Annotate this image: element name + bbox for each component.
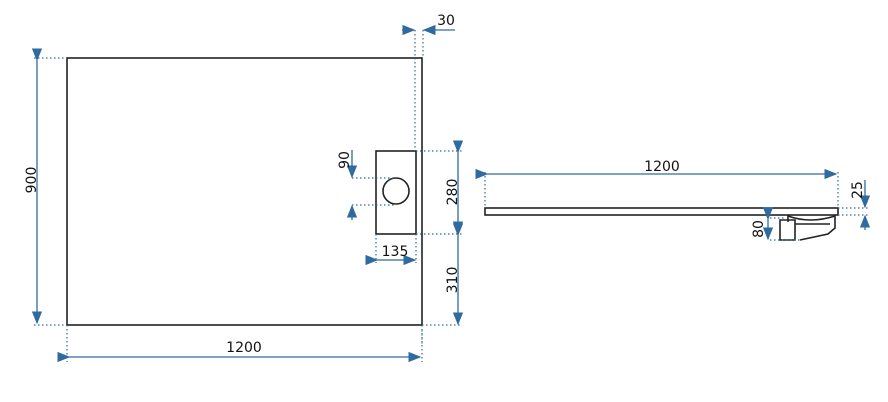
label-drain-height: 80 xyxy=(751,220,767,238)
label-drain-bottom: 310 xyxy=(445,267,461,294)
label-width: 1200 xyxy=(226,340,262,356)
label-drain-top: 280 xyxy=(445,179,461,206)
label-thickness: 25 xyxy=(850,181,866,199)
label-depth: 900 xyxy=(24,167,40,194)
label-edge-offset: 30 xyxy=(437,13,455,29)
drain-hole xyxy=(382,177,410,205)
drain-box xyxy=(375,150,417,235)
side-slab xyxy=(484,207,839,216)
label-drain-width: 135 xyxy=(382,244,409,260)
label-side-length: 1200 xyxy=(644,159,680,175)
label-drain-diameter: 90 xyxy=(337,151,353,169)
side-drain xyxy=(779,215,836,241)
tray-outline xyxy=(66,57,423,326)
